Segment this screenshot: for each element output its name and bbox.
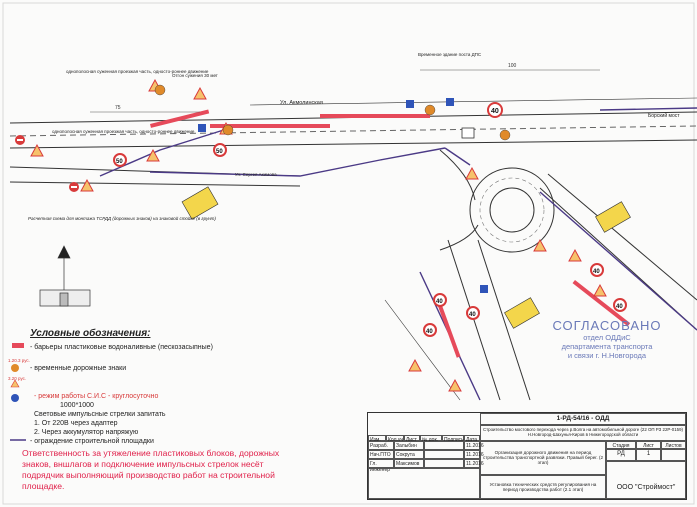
legend-barrier-text: - барьеры пластиковые водоналивные (песк…	[30, 344, 213, 351]
tb-sign-2	[424, 450, 464, 459]
tb-stage-label: Стадия	[606, 441, 636, 449]
legend-sign-swatch	[11, 364, 19, 372]
tb-role-2: Нач.ПТО	[368, 450, 394, 459]
legend-arrow-swatch	[11, 394, 19, 402]
dim-100-label: 100	[508, 63, 517, 69]
barrier-blocks	[150, 109, 631, 358]
street-label-top: Ул. Акмолинская	[280, 100, 323, 106]
speed-sign-40-f: 40	[593, 269, 600, 275]
legend-arrows-power: Световые импульсные стрелки запитать	[34, 411, 166, 418]
roundabout	[439, 149, 555, 253]
tb-role-1: Разраб.	[368, 441, 394, 450]
tb-h-doc: № док.	[420, 435, 442, 443]
legend-fence-text: - ограждение строительной площадки	[30, 438, 154, 445]
street-label-mid: Ул. Сергея Акимова	[235, 172, 277, 177]
tb-sign-3	[424, 459, 464, 468]
tb-h-sign: Подпись	[442, 435, 464, 443]
tb-date-2: 11.2016	[464, 450, 484, 459]
callout-narrowing: Отгон сужения 30 мет	[172, 73, 218, 78]
tb-sheet-title: Организация дорожного движения на период…	[480, 441, 606, 475]
tb-stage: РД	[606, 449, 636, 461]
impulse-arrows	[154, 84, 511, 141]
tb-h-list: Лист	[404, 435, 420, 443]
legend-temp-signs-text: - временные дорожные знаки	[30, 365, 127, 372]
tb-company: ООО "Строймост"	[606, 461, 686, 499]
bridge-road	[384, 173, 697, 401]
legend-power-1: 1. От 220В через адаптер	[34, 420, 118, 427]
tb-h-kol: Кол.уч	[386, 435, 404, 443]
callout-temp-building: Временное здание поста ДПС	[418, 52, 482, 57]
tb-date-1: 11.2016	[464, 441, 484, 450]
stamp-line-2: департамента транспорта	[561, 342, 653, 351]
tb-h-date: Дата	[464, 435, 480, 443]
tb-code: 1-РД-54/16 - ОДД	[480, 413, 686, 425]
main-road	[9, 97, 697, 187]
tb-sheets-label: Листов	[661, 441, 686, 449]
speed-sign-40-d: 40	[426, 329, 433, 335]
regulatory-signs	[15, 98, 488, 293]
guard-post-building	[461, 127, 475, 139]
speed-sign-50-a: 50	[116, 159, 123, 165]
tb-date-3: 11.2016	[464, 459, 484, 468]
tb-h-izm: Изм.	[368, 435, 386, 443]
stamp-line-1: отдел ОДДиС	[583, 333, 631, 342]
legend-title: Условные обозначения:	[30, 328, 151, 339]
legend-sign-code-2: 3.20 рус.	[8, 376, 26, 381]
callout-single-lane-mid: однополосная суженная проезжая часть, од…	[52, 129, 195, 134]
mount-scheme-label: Расчетная схема для монтажа ТСРДД (дорож…	[28, 215, 216, 221]
legend-sis-mode: - режим работы С.И.С - круглосуточно	[34, 393, 159, 400]
tb-drawing-title: Установка технических средств регулирова…	[480, 475, 606, 499]
legend-power-2: 2. Через аккумулятор напряжую	[34, 429, 139, 436]
tb-sheets	[661, 449, 686, 461]
tb-sheet-label: Лист	[636, 441, 661, 449]
stamp-title: СОГЛАСОВАНО	[552, 318, 662, 333]
dim-75-label: 75	[115, 105, 121, 111]
legend-swatches	[10, 343, 26, 441]
speed-sign-50-b: 50	[216, 149, 223, 155]
dimensions	[90, 69, 600, 113]
tb-name-3: Максимов	[394, 459, 424, 468]
legend-sis-size: 1000*1000	[60, 402, 94, 409]
mount-scheme-graphic	[39, 245, 91, 307]
approval-stamp: СОГЛАСОВАНО отдел ОДДиС департамента тра…	[532, 318, 682, 360]
info-boards	[181, 186, 631, 329]
tb-project: Строительство мостового перехода через р…	[480, 425, 686, 441]
speed-limit-signs: 40 40 40 40 40 40 50 50	[113, 102, 627, 337]
tb-name-1: Залыбин	[394, 441, 424, 450]
speed-sign-40-a: 40	[491, 108, 499, 115]
tb-sign-1	[424, 441, 464, 450]
speed-sign-40-b: 40	[436, 299, 443, 305]
tb-role-3: Гл. инженер	[368, 459, 394, 473]
legend-barrier-swatch	[12, 343, 24, 348]
callout-single-lane-left: однополосная суженная проезжая часть, од…	[66, 69, 209, 74]
tb-blank	[368, 468, 480, 499]
bridge-label: Борский мост	[648, 112, 680, 119]
legend-sign-code-1: 1.20.3 рус.	[8, 358, 30, 363]
tb-sheet: 1	[636, 449, 661, 461]
speed-sign-40-e: 40	[616, 304, 623, 310]
tb-name-2: Сокрута	[394, 450, 424, 459]
title-block: 1-РД-54/16 - ОДД Строительство мостового…	[367, 412, 687, 500]
speed-sign-40-c: 40	[469, 312, 476, 318]
responsibility-note: Ответственность за утяжеление пластиковы…	[22, 448, 280, 491]
stamp-line-3: и связи г. Н.Новгорода	[567, 351, 647, 360]
